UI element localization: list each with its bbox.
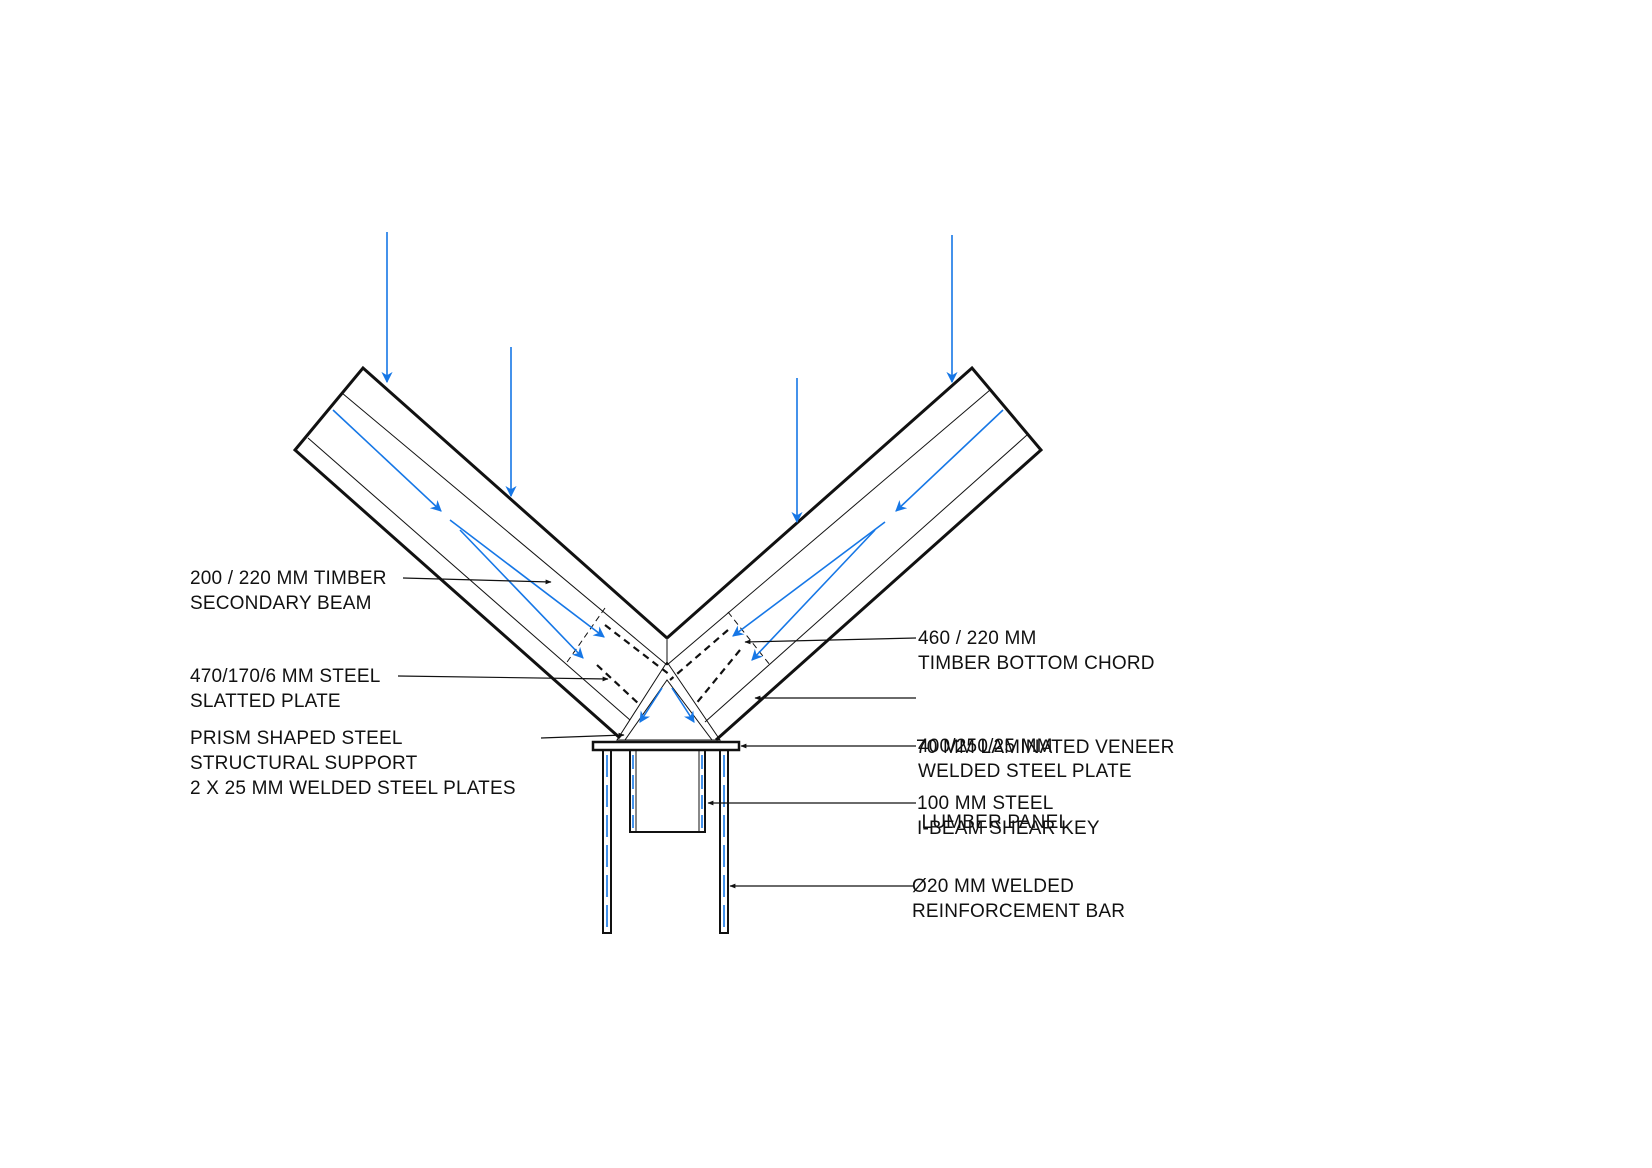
reinforcement-bars [602, 749, 729, 934]
left-timber-beam [292, 365, 668, 740]
label-line: STRUCTURAL SUPPORT [190, 753, 418, 774]
label-bottom-chord: 460 / 220 MM TIMBER BOTTOM CHORD [918, 626, 1155, 676]
label-rebar: Ø20 MM WELDED REINFORCEMENT BAR [912, 874, 1125, 924]
load-arrows [381, 232, 958, 524]
label-line: 200 / 220 MM TIMBER [190, 568, 387, 589]
label-secondary-beam: 200 / 220 MM TIMBER SECONDARY BEAM [190, 566, 387, 616]
label-prism-support: PRISM SHAPED STEEL STRUCTURAL SUPPORT 2 … [190, 726, 516, 801]
slatted-plate-dashes [564, 607, 771, 706]
welded-steel-plate [591, 740, 741, 752]
label-line: 460 / 220 MM [918, 628, 1037, 649]
label-slatted-plate: 470/170/6 MM STEEL SLATTED PLATE [190, 664, 381, 714]
label-shear-key: 100 MM STEEL I-BEAM SHEAR KEY [917, 791, 1100, 841]
label-line: 470/170/6 MM STEEL [190, 666, 381, 687]
label-line: 100 MM STEEL [917, 793, 1054, 814]
label-line: PRISM SHAPED STEEL [190, 728, 403, 749]
label-line: SLATTED PLATE [190, 691, 341, 712]
label-line: REINFORCEMENT BAR [912, 901, 1126, 922]
label-line: 70 MM LAMINATED VENEER [916, 737, 1175, 758]
right-timber-beam [666, 365, 1044, 742]
label-line: TIMBER BOTTOM CHORD [918, 653, 1155, 674]
i-beam-shear-key [629, 749, 706, 833]
label-welded-plate: 400/250/25 MM WELDED STEEL PLATE [918, 734, 1132, 784]
leader-lines [397, 577, 917, 889]
label-line: SECONDARY BEAM [190, 593, 372, 614]
label-line: 2 X 25 MM WELDED STEEL PLATES [190, 778, 516, 799]
label-line: WELDED STEEL PLATE [918, 761, 1132, 782]
prism-steel-support [616, 661, 721, 741]
label-line: I-BEAM SHEAR KEY [917, 818, 1100, 839]
label-lvl-panel: 70 MM LAMINATED VENEER LUMBER PANEL [916, 685, 1175, 860]
load-path-arrows [332, 409, 1004, 723]
label-line: Ø20 MM WELDED [912, 876, 1075, 897]
label-line: LUMBER PANEL [916, 812, 1070, 833]
label-line: 400/250/25 MM [918, 736, 1053, 757]
